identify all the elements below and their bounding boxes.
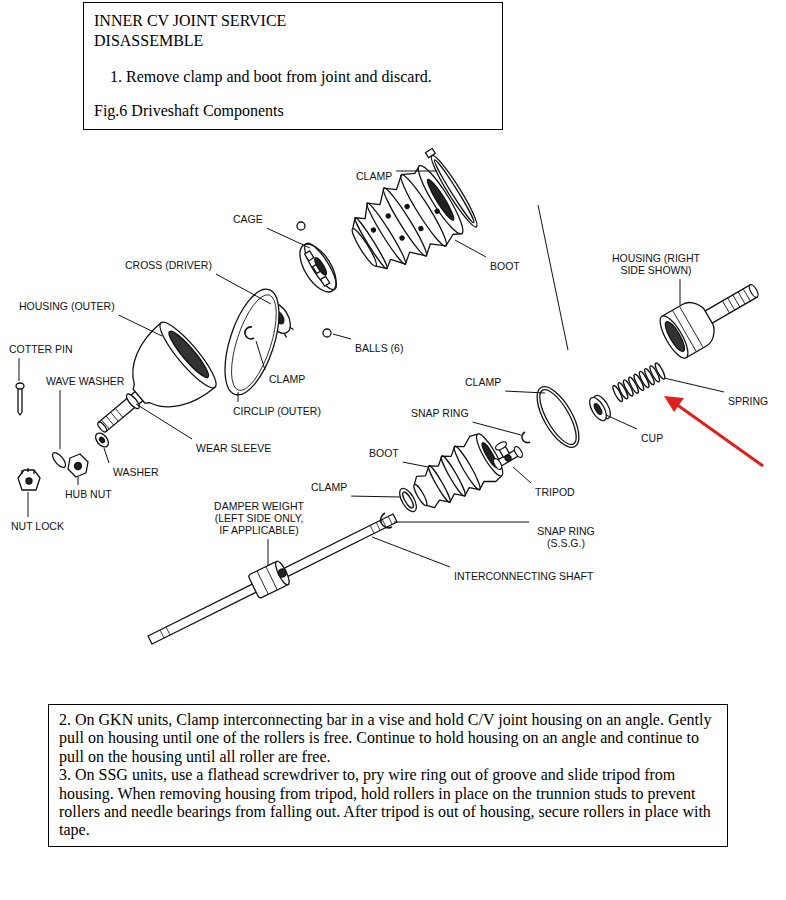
leader-line [680, 279, 681, 305]
part-label: DAMPER WEIGHT (LEFT SIDE ONLY, IF APPLIC… [208, 500, 310, 536]
leader-line [19, 358, 20, 381]
leader-line [216, 274, 271, 304]
leader-line [267, 228, 310, 248]
part-label: CLAMP [355, 170, 393, 182]
instruction-text: 2. On GKN units, Clamp interconnecting b… [59, 711, 717, 766]
leader-line [455, 240, 486, 257]
leader-line [372, 537, 450, 567]
part-label: WEAR SLEEVE [195, 442, 272, 454]
part-label: CLAMP [310, 481, 348, 493]
part-label: CUP [640, 432, 664, 444]
part-label: HOUSING (RIGHT SIDE SHOWN) [600, 252, 712, 276]
part-label: NUT LOCK [10, 520, 65, 532]
part-label: SPRING [727, 395, 769, 407]
part-label: HUB NUT [64, 488, 113, 500]
leader-line [396, 171, 437, 172]
part-label: CROSS (DRIVER) [124, 259, 213, 271]
leader-line [505, 391, 545, 393]
leader-line [403, 462, 428, 467]
text-box: 2. On GKN units, Clamp interconnecting b… [48, 704, 728, 847]
text-box: INNER CV JOINT SERVICE DISASSEMBLE 1. Rem… [83, 2, 503, 130]
leader-line [104, 448, 109, 463]
leader-line [136, 404, 192, 439]
part-label: TRIPOD [534, 486, 576, 498]
instruction-text: 1. Remove clamp and boot from joint and … [94, 67, 492, 87]
part-label: SNAP RING [410, 407, 470, 419]
leader-line [473, 422, 521, 435]
figure-caption: Fig.6 Driveshaft Components [94, 101, 492, 121]
leader-line [351, 496, 401, 498]
part-label: COTTER PIN [8, 343, 74, 355]
part-label: WASHER [112, 466, 160, 478]
leader-line [119, 315, 162, 336]
part-label: HOUSING (OUTER) [18, 300, 116, 312]
leader-line [606, 415, 637, 429]
leader-line [78, 477, 79, 485]
leader-line [664, 378, 724, 392]
leader-line [238, 392, 239, 402]
leader-line [268, 539, 269, 566]
leader-line [28, 492, 29, 517]
part-label: BOOT [368, 447, 400, 459]
part-label: INTERCONNECTING SHAFT [453, 570, 594, 582]
part-label: CLAMP [464, 376, 502, 388]
part-label: BALLS (6) [354, 342, 404, 354]
part-label: CAGE [232, 213, 264, 225]
part-label: BOOT [489, 260, 521, 272]
leader-line [513, 467, 531, 483]
instruction-text: 3. On SSG units, use a flathead screwdri… [59, 766, 717, 840]
leader-line [256, 341, 265, 370]
heading-text: INNER CV JOINT SERVICE DISASSEMBLE [94, 11, 344, 51]
leader-line [333, 334, 351, 339]
part-label: SNAP RING (S.S.G.) [532, 525, 600, 549]
part-label: CLAMP [268, 373, 306, 385]
leader-line [60, 390, 61, 449]
leader-line [394, 522, 529, 523]
part-label: CIRCLIP (OUTER) [232, 405, 322, 417]
part-label: WAVE WASHER [45, 375, 125, 387]
